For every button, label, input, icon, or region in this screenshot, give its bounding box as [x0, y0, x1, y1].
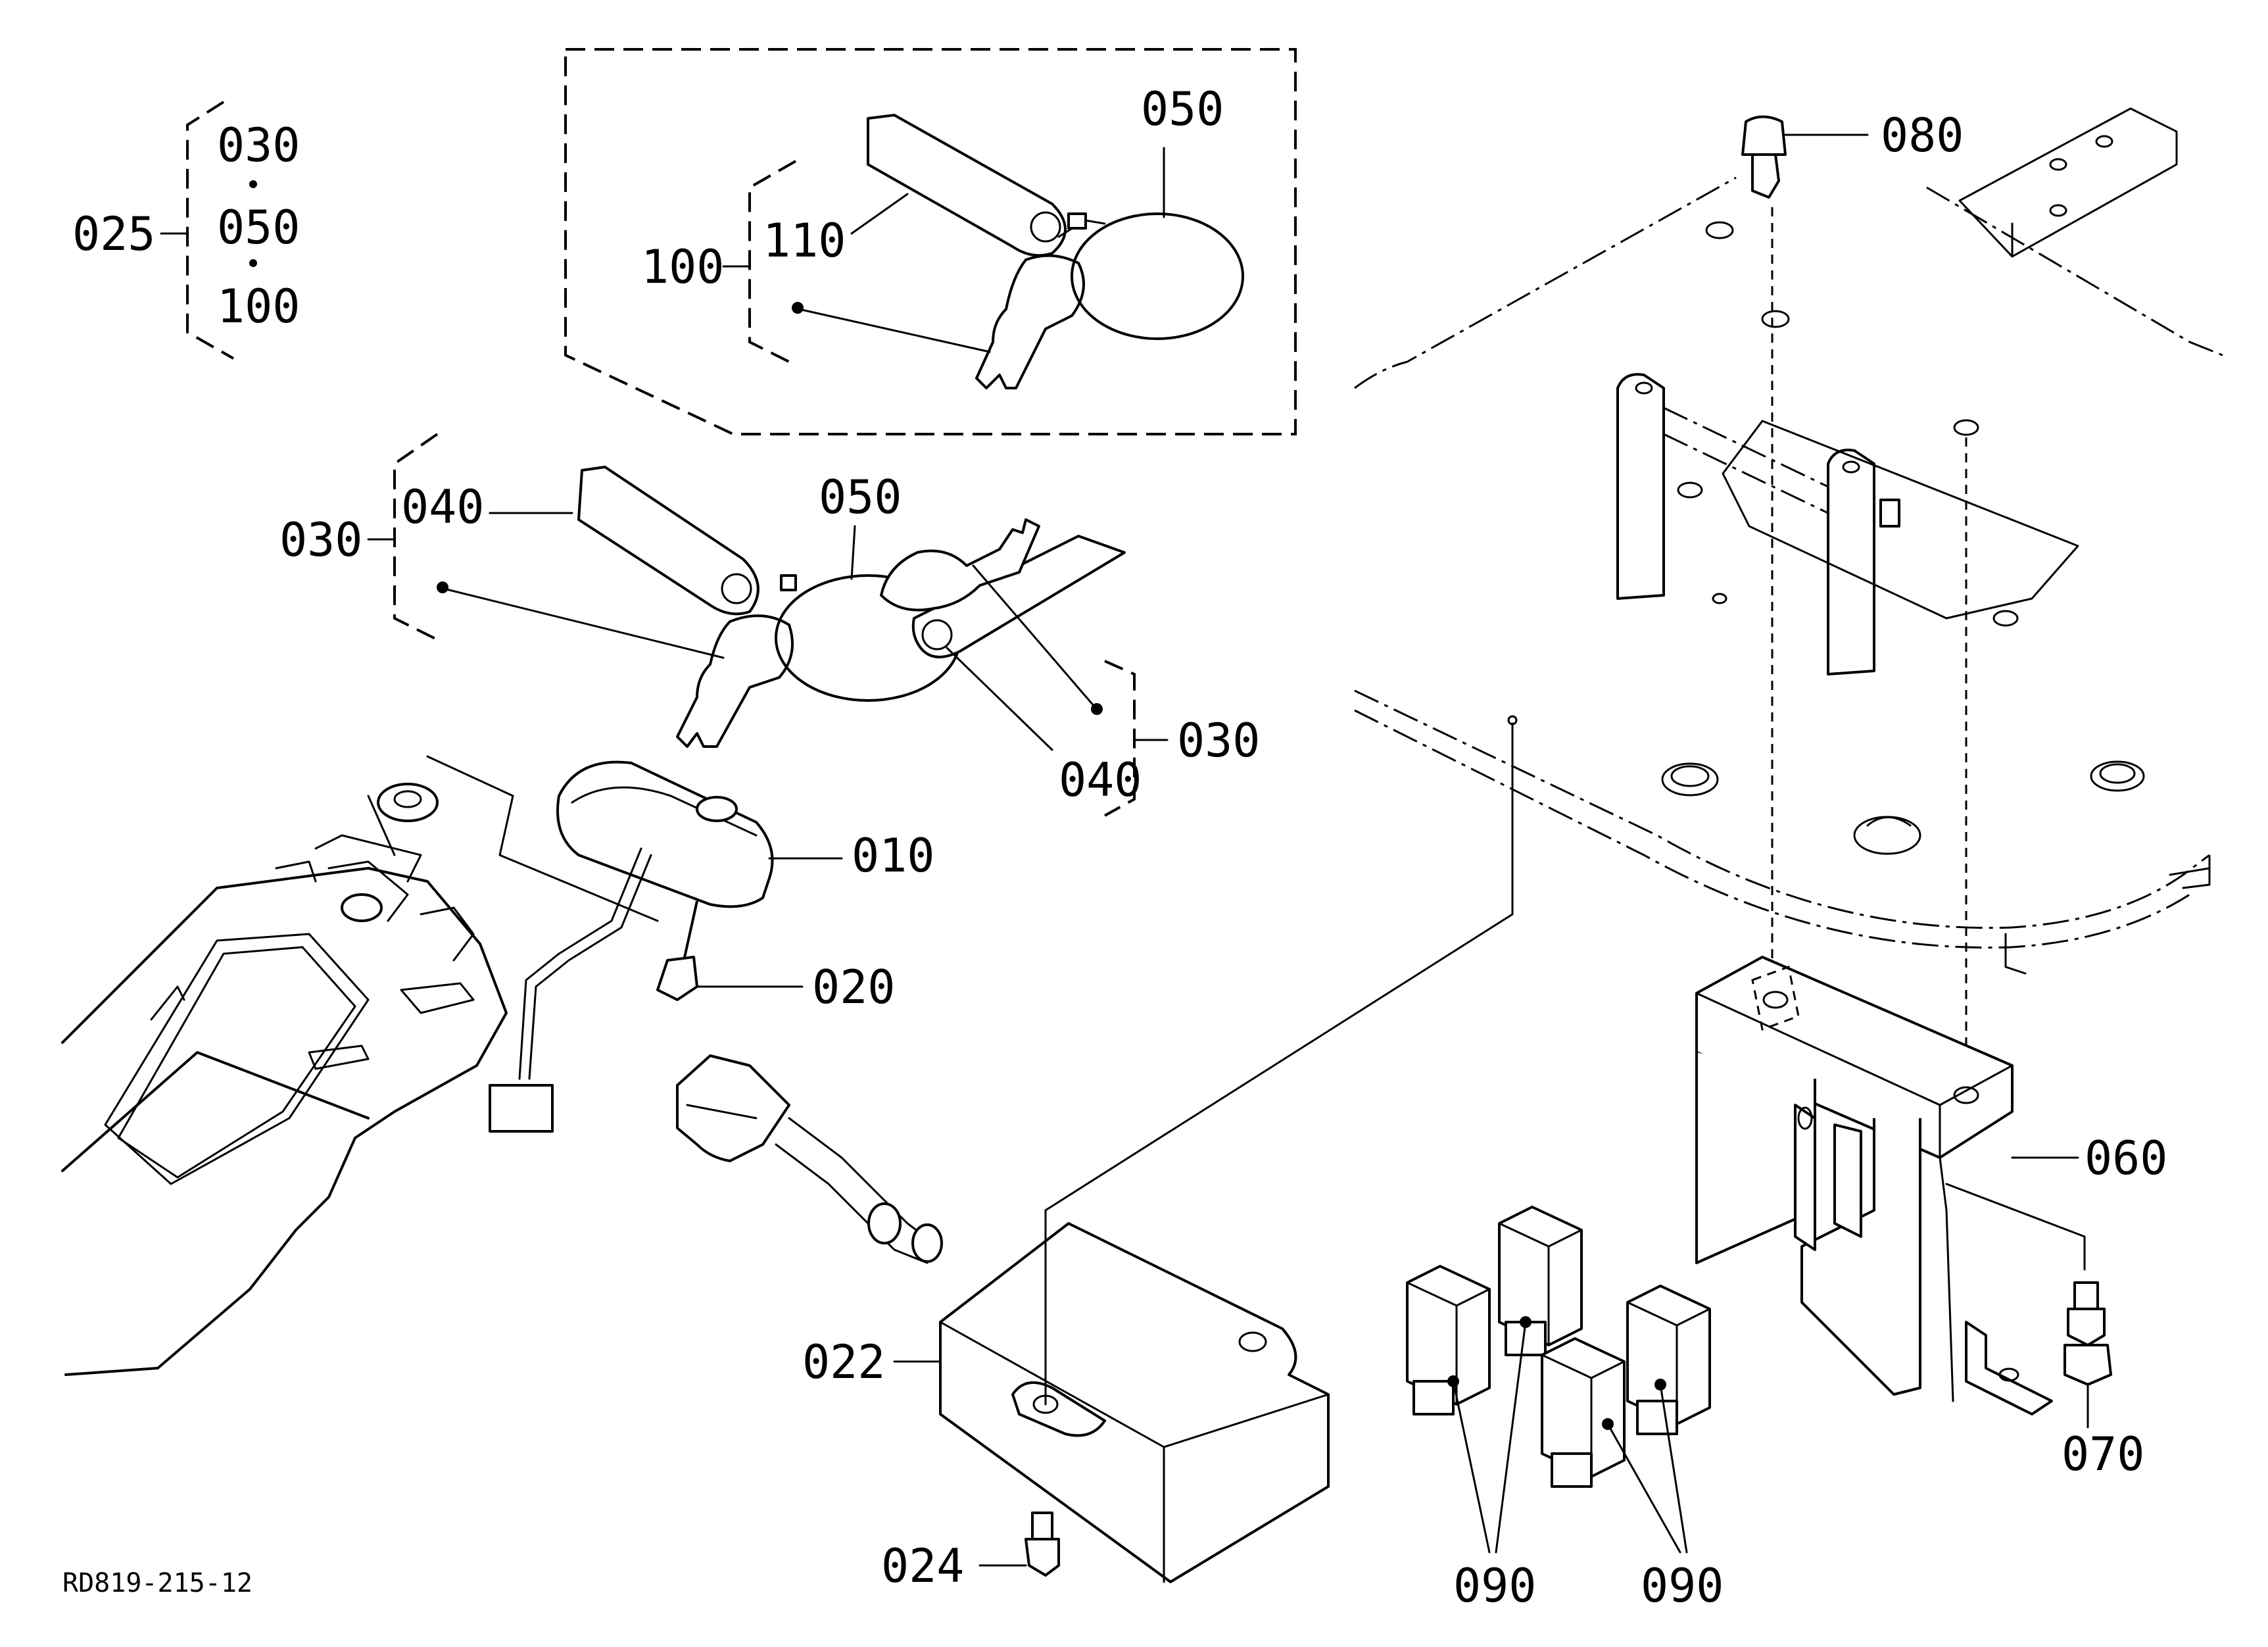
label-090-left: 090: [1453, 1559, 1536, 1613]
label-025: 025: [72, 207, 155, 261]
label-040-right: 040: [1059, 753, 1142, 807]
dashboard-panel: [61, 755, 659, 1376]
label-022: 022: [802, 1335, 885, 1389]
label-110: 110: [763, 214, 846, 268]
label-010: 010: [852, 829, 934, 883]
label-060: 060: [2085, 1131, 2167, 1185]
label-030-left: 030: [279, 513, 362, 567]
label-030-right: 030: [1177, 714, 1260, 768]
label-070: 070: [2062, 1427, 2144, 1481]
part-labels: 025 030 050 100 100 110 050 080 030 040 …: [62, 82, 2167, 1613]
label-025-050: 050: [217, 201, 300, 255]
label-024: 024: [881, 1539, 964, 1593]
drawing-reference: RD819-215-12: [62, 1568, 253, 1598]
label-020: 020: [812, 960, 895, 1014]
group-025-bracket: [160, 101, 257, 360]
label-050-top: 050: [1141, 82, 1224, 136]
key-switch-010: [489, 760, 843, 1133]
label-090-right: 090: [1641, 1559, 1724, 1613]
bolt-070: [2063, 1281, 2112, 1429]
label-050-middle: 050: [819, 470, 902, 524]
frame-plate: [1354, 107, 2223, 1092]
label-100: 100: [641, 240, 724, 294]
label-025-100: 100: [217, 280, 300, 333]
bolt-080: [1741, 115, 1869, 199]
relays-090: [1406, 1206, 1711, 1554]
label-080: 080: [1881, 109, 1964, 162]
label-040-left: 040: [401, 480, 484, 534]
key-set-middle: [367, 433, 1169, 817]
bracket-060: [1695, 956, 2086, 1415]
controller-022: [676, 715, 1518, 1583]
key-kit-box: [564, 48, 1297, 435]
label-025-030: 030: [217, 118, 300, 172]
